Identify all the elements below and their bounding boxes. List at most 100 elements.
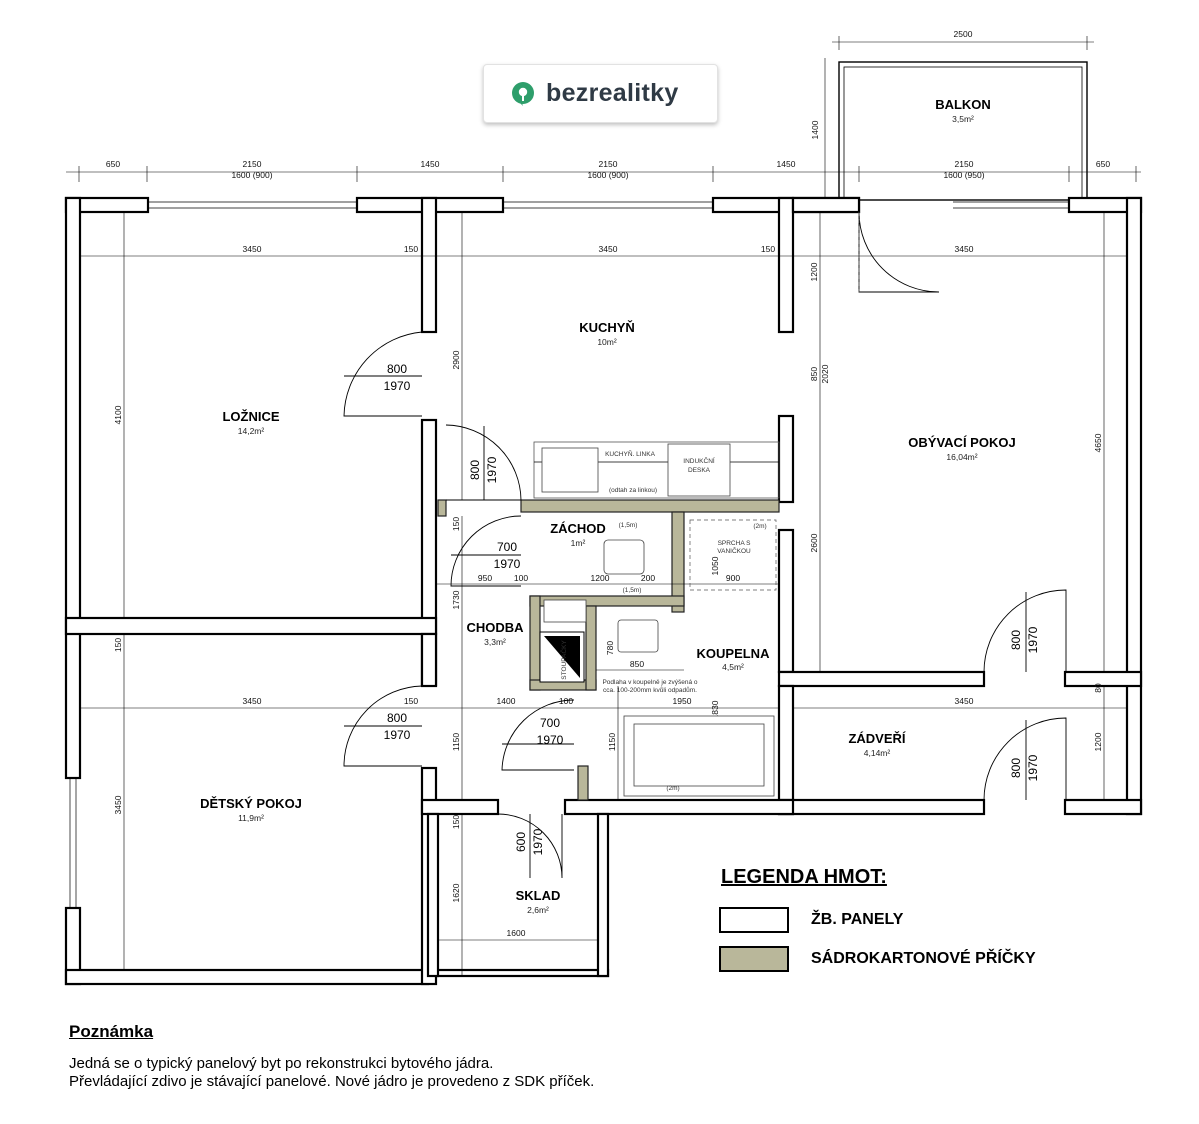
dim-text: 850 — [630, 659, 644, 669]
room-name: KOUPELNA — [697, 646, 771, 661]
door-height: 1970 — [1026, 754, 1040, 781]
room-dimensions: 3450 150 3450 150 3450 3450 150 3450 410… — [80, 212, 1127, 976]
door-height: 1970 — [531, 828, 545, 855]
legend-swatch — [719, 907, 789, 933]
room-area: 11,9m² — [238, 813, 264, 823]
dim-text: 650 — [106, 159, 120, 169]
legend-title: LEGENDA HMOT: — [721, 866, 887, 888]
top-dimension-chain: 650 2150 1600 (900) 1450 2150 1600 (900)… — [66, 159, 1141, 182]
dim-text: 3450 — [113, 795, 123, 814]
room-area: 10m² — [597, 337, 617, 347]
door-width: 800 — [387, 711, 407, 725]
door-width: 800 — [387, 362, 407, 376]
door-width: 800 — [1009, 630, 1023, 650]
door-height: 1970 — [1026, 626, 1040, 653]
height-label: (1,5m) — [619, 522, 638, 529]
shower-label: VANIČKOU — [717, 546, 751, 555]
dim-text: 3450 — [955, 696, 974, 706]
room-name: DĚTSKÝ POKOJ — [200, 796, 302, 811]
dim-text: 1150 — [451, 733, 461, 752]
door-height: 1970 — [494, 557, 521, 571]
dim-text: 4650 — [1093, 433, 1103, 452]
logo-text: bezrealitky — [546, 79, 679, 107]
door-width: 800 — [468, 460, 482, 480]
room-area: 2,6m² — [527, 905, 549, 915]
bathroom-note: cca. 100-200mm kvůli odpadům. — [603, 686, 697, 694]
legend-label: ŽB. PANELY — [811, 911, 904, 928]
dim-text: 80 — [1093, 683, 1103, 693]
room-area: 1m² — [571, 538, 586, 548]
dim-text: 2020 — [820, 364, 830, 383]
room-area: 14,2m² — [238, 426, 265, 436]
bathroom-fixtures: STOUPAČKY SPRCHA S VANIČKOU (1,5m) (1,5m… — [539, 519, 777, 797]
dim-text: 2600 — [809, 533, 819, 552]
dim-text: 2900 — [451, 350, 461, 369]
dim-text: 2150 — [599, 159, 618, 169]
dim-text: 1200 — [1093, 732, 1103, 751]
dim-text: 1600 (900) — [587, 170, 628, 180]
legend-swatch — [719, 946, 789, 972]
dim-text: 150 — [404, 244, 418, 254]
dim-text: 850 — [809, 367, 819, 381]
dim-text: 1620 — [451, 883, 461, 902]
dim-text: 200 — [641, 573, 655, 583]
dim-text: 650 — [1096, 159, 1110, 169]
door-width: 800 — [1009, 758, 1023, 778]
dim-text: 4100 — [113, 405, 123, 424]
location-pin-icon — [512, 82, 534, 106]
dim-text: 3450 — [599, 244, 618, 254]
panel-walls — [64, 196, 1143, 986]
balcony: 2500 1400 — [810, 29, 1094, 201]
room-area: 3,5m² — [952, 114, 974, 124]
legend-label: SÁDROKARTONOVÉ PŘÍČKY — [811, 950, 1036, 967]
dim-text: 2150 — [955, 159, 974, 169]
dim-text: 900 — [726, 573, 740, 583]
dim-text: 780 — [605, 641, 615, 655]
dim-text: 1730 — [451, 590, 461, 609]
dim-text: 1600 (950) — [943, 170, 984, 180]
dim-text: 3450 — [243, 244, 262, 254]
door-height: 1970 — [384, 728, 411, 742]
room-name: ZÁDVEŘÍ — [848, 731, 905, 746]
door-height: 1970 — [485, 456, 499, 483]
door-height: 1970 — [537, 733, 564, 747]
room-labels: LOŽNICE 14,2m² KUCHYŇ 10m² OBÝVACÍ POKOJ… — [200, 97, 1016, 915]
dim-text: 100 — [559, 696, 573, 706]
door-width: 700 — [540, 716, 560, 730]
dim-text: 1200 — [809, 262, 819, 281]
room-name: LOŽNICE — [222, 409, 279, 424]
room-area: 3,3m² — [484, 637, 506, 647]
note-title: Poznámka — [69, 1022, 154, 1041]
door-width: 600 — [514, 832, 528, 852]
dim-text: 2500 — [954, 29, 973, 39]
shower-label: SPRCHA S — [718, 540, 752, 547]
note-line: Převládající zdivo je stávající panelové… — [69, 1073, 595, 1090]
height-label: (2m) — [666, 785, 679, 792]
room-area: 4,14m² — [864, 748, 891, 758]
dim-text: 1600 — [507, 928, 526, 938]
dim-text: 3450 — [243, 696, 262, 706]
sdk-partitions — [437, 499, 780, 801]
dim-text: 2150 — [243, 159, 262, 169]
doors: 800 1970 800 1970 700 1970 800 1970 700 … — [343, 211, 1067, 879]
room-name: KUCHYŇ — [579, 320, 635, 335]
room-name: ZÁCHOD — [550, 521, 606, 536]
dim-text: 150 — [451, 517, 461, 531]
room-area: 4,5m² — [722, 662, 744, 672]
dim-text: 1600 (900) — [231, 170, 272, 180]
dim-text: 1400 — [810, 120, 820, 139]
room-name: BALKON — [935, 97, 991, 112]
dim-text: 950 — [478, 573, 492, 583]
kitchen-label: KUCHYŇ. LINKA — [605, 449, 656, 458]
room-name: CHODBA — [466, 620, 524, 635]
induction-label: DESKA — [688, 467, 711, 474]
room-area: 16,04m² — [946, 452, 977, 462]
height-label: (2m) — [753, 523, 766, 530]
door-width: 700 — [497, 540, 517, 554]
dim-text: 150 — [113, 638, 123, 652]
note-line: Jedná se o typický panelový byt po rekon… — [69, 1055, 494, 1072]
kitchen-counter: KUCHYŇ. LINKA INDUKČNÍ DESKA (odtah za l… — [533, 441, 780, 499]
dim-text: 150 — [761, 244, 775, 254]
dim-text: 1050 — [710, 556, 720, 575]
